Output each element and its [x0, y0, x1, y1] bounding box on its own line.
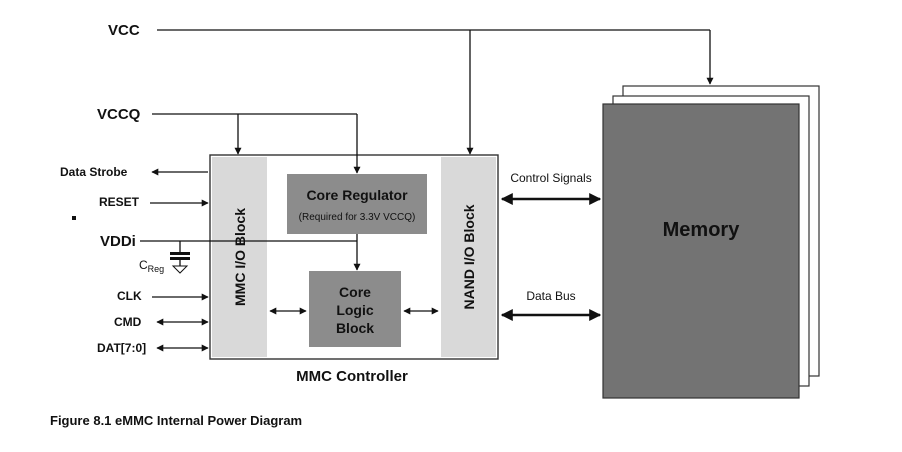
creg-capacitor: [170, 241, 190, 274]
mmc-io-block: [212, 157, 267, 357]
nand-io-label: NAND I/O Block: [461, 204, 477, 309]
vddi-label: VDDi: [100, 233, 136, 250]
figure-caption: Figure 8.1 eMMC Internal Power Diagram: [50, 413, 302, 428]
reset-label: RESET: [99, 195, 140, 209]
cmd-label: CMD: [114, 315, 142, 329]
creg-label: CReg: [139, 258, 164, 274]
memory-label: Memory: [663, 219, 741, 241]
core-regulator-title: Core Regulator: [306, 187, 408, 203]
vcc-label: VCC: [108, 22, 140, 39]
clk-label: CLK: [117, 289, 142, 303]
core-logic-line3: Block: [336, 320, 374, 336]
vccq-label: VCCQ: [97, 106, 141, 123]
core-logic-line2: Logic: [336, 302, 374, 318]
core-regulator-block: [287, 174, 427, 234]
dat-label: DAT[7:0]: [97, 341, 146, 355]
nand-io-block: [441, 157, 496, 357]
core-logic-block: [309, 271, 401, 347]
data-bus-label: Data Bus: [526, 289, 575, 303]
stray-dot: [72, 216, 76, 220]
memory-block: [602, 103, 800, 399]
memory-stack: Memory: [602, 85, 820, 399]
core-logic-line1: Core: [339, 284, 371, 300]
core-regulator-note: (Required for 3.3V VCCQ): [299, 212, 416, 223]
control-signals-label: Control Signals: [510, 171, 591, 185]
mmc-controller-label: MMC Controller: [296, 368, 408, 385]
mmc-io-label: MMC I/O Block: [232, 208, 248, 306]
data-strobe-label: Data Strobe: [60, 165, 128, 179]
